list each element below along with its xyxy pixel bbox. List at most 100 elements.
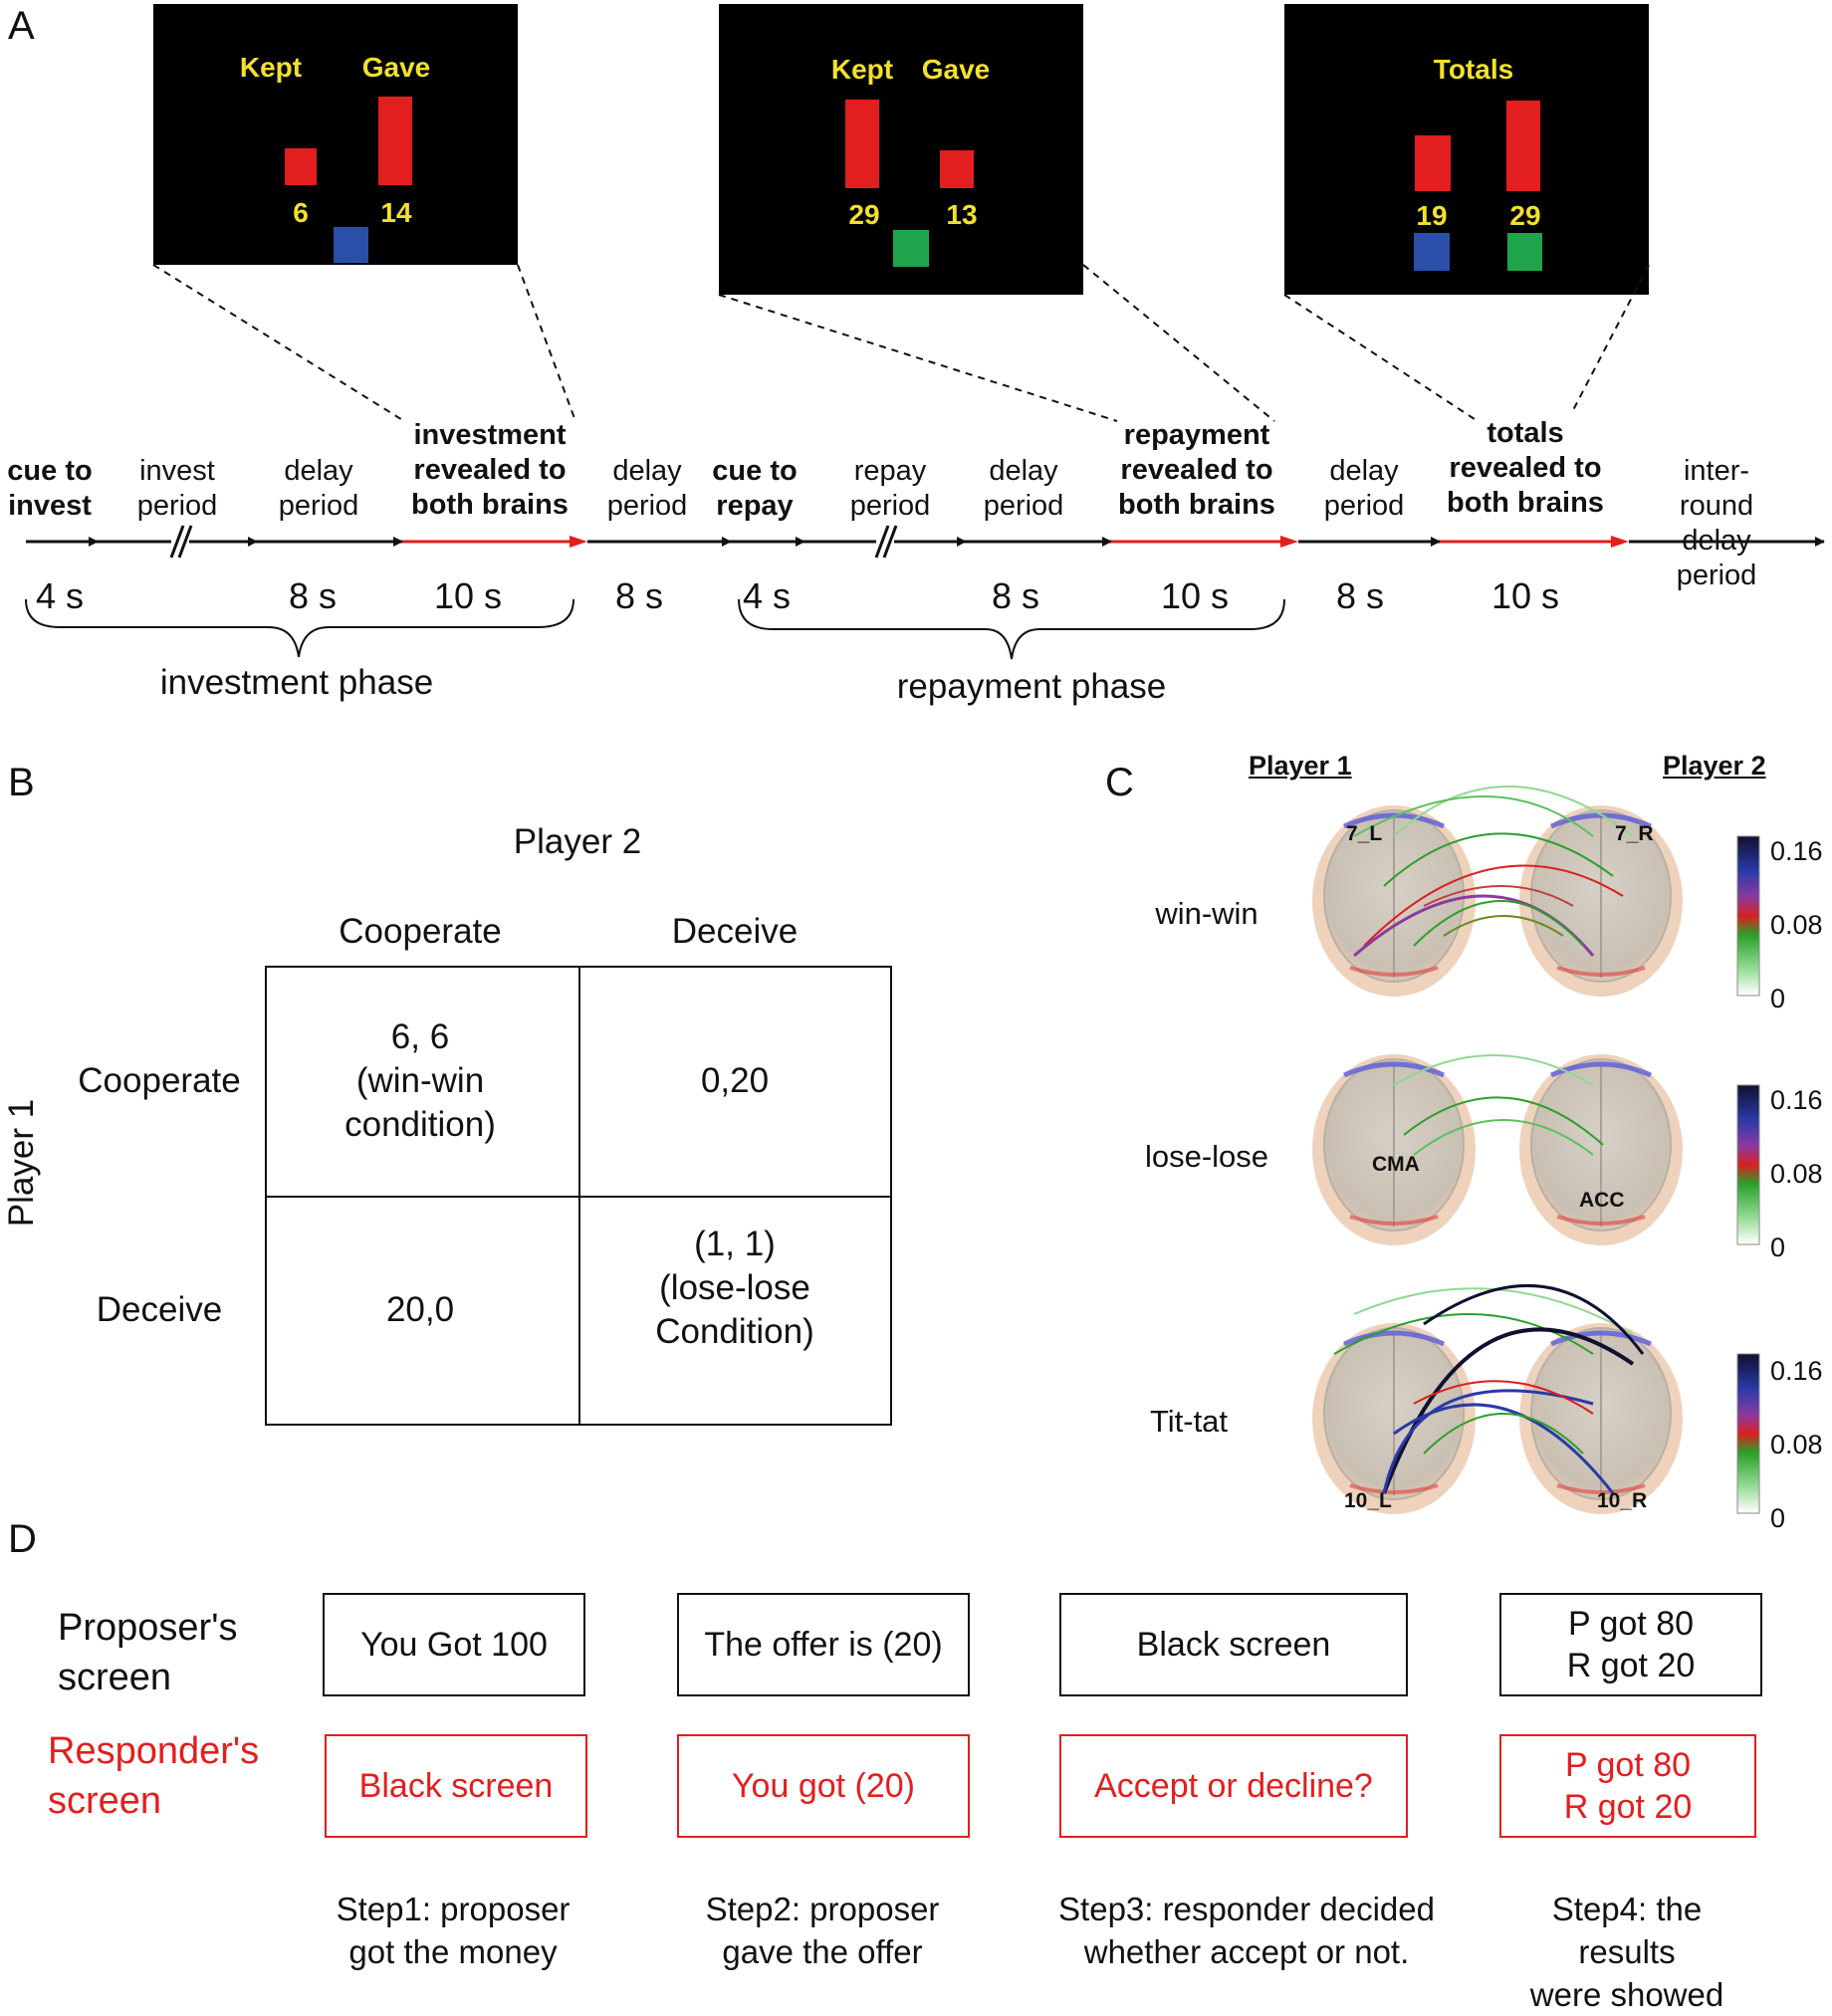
timeline-label: cue to invest (7, 455, 93, 522)
colorbar-tick: 0.08 (1770, 910, 1823, 940)
timeline-label: investment revealed to both brains (411, 419, 569, 521)
zoom-line (1082, 264, 1275, 422)
colorbar-tick: 0.08 (1770, 1430, 1823, 1459)
timeline-graphic (25, 264, 1825, 660)
panel-b-letter: B (8, 761, 35, 804)
proposer-screen-label: Proposer's screen (58, 1607, 238, 1698)
timeline-label: invest period (136, 455, 218, 522)
brain-connectivity-graphic (1312, 785, 1760, 1514)
condition-label: lose-lose (1144, 1139, 1269, 1174)
responder-screen-box: Accept or decline? (1059, 1734, 1408, 1838)
kept-value: 6 (293, 197, 309, 228)
investment-screen: Kept Gave 6 14 (153, 4, 518, 265)
colorbar-tick: 0.16 (1770, 836, 1823, 866)
proposer-screen-box: P got 80 R got 20 (1499, 1593, 1762, 1696)
responder-screen-box: P got 80 R got 20 (1499, 1734, 1756, 1838)
zoom-line (517, 264, 576, 422)
colorbar-tit-tat (1736, 1353, 1760, 1514)
kept-label: Kept (239, 52, 303, 83)
payoff-cell: 6, 6 (win-win condition) (344, 1017, 496, 1144)
payoff-matrix (265, 966, 892, 1426)
timeline-label: delay period (1323, 455, 1405, 522)
kept-label: Kept (830, 54, 894, 85)
timeline-label: repay period (849, 455, 931, 522)
payoff-cell: (1, 1) (lose-lose Condition) (655, 1225, 814, 1351)
repayment-phase-label: repayment phase (896, 667, 1167, 706)
step-caption: Step1: proposer got the money (336, 1891, 571, 1970)
total-bar-2 (1506, 101, 1540, 191)
row-header: Cooperate (78, 1061, 241, 1100)
brain-pair-win-win (1312, 785, 1683, 997)
condition-label: Tit-tat (1149, 1404, 1229, 1439)
total-value-1: 19 (1416, 200, 1448, 231)
colorbar-tick: 0.08 (1770, 1159, 1823, 1189)
responder-screen-box: Black screen (325, 1734, 587, 1838)
kept-value: 29 (848, 199, 880, 230)
gave-value: 13 (946, 199, 978, 230)
zoom-line (718, 294, 1118, 422)
colorbar-tick: 0 (1770, 1503, 1786, 1533)
timeline-label: delay period (983, 455, 1064, 522)
responder-screen-box: You got (20) (677, 1734, 970, 1838)
region-label: ACC (1579, 1189, 1625, 1212)
timeline-label: totals revealed to both brains (1447, 417, 1604, 519)
region-label: 10_R (1597, 1489, 1648, 1512)
duration-label: 10 s (1490, 575, 1560, 616)
duration-label: 4 s (742, 575, 792, 616)
duration-label: 10 s (1160, 575, 1230, 616)
duration-label: 8 s (614, 575, 664, 616)
gave-bar (940, 150, 974, 188)
repayment-screen: Kept Gave 29 13 (719, 4, 1083, 295)
duration-label: 8 s (1335, 575, 1385, 616)
duration-label: 8 s (991, 575, 1040, 616)
zoom-line (1572, 264, 1650, 411)
zoom-line (152, 264, 405, 422)
duration-label: 4 s (35, 575, 85, 616)
player2-label: Player 2 (513, 822, 642, 861)
payoff-cell: 20,0 (385, 1290, 455, 1329)
kept-bar (285, 148, 317, 185)
duration-label: 8 s (288, 575, 338, 616)
step-caption: Step2: proposer gave the offer (705, 1891, 940, 1970)
total-value-2: 29 (1509, 200, 1541, 231)
region-label: 10_L (1344, 1489, 1392, 1512)
responder-screen-label: Responder's screen (48, 1730, 260, 1822)
kept-bar (845, 100, 879, 188)
timeline-label: delay period (278, 455, 359, 522)
gave-label: Gave (361, 52, 431, 83)
player1-heading: Player 1 (1249, 751, 1352, 781)
step-caption: Step3: responder decided whether accept … (1058, 1891, 1435, 1970)
gave-label: Gave (921, 54, 991, 85)
region-label: 7_R (1615, 822, 1654, 845)
colorbar-tick: 0.16 (1770, 1356, 1823, 1386)
payoff-cell: 0,20 (700, 1061, 770, 1100)
colorbar-tick: 0.16 (1770, 1085, 1823, 1115)
panel-d-letter: D (8, 1517, 37, 1561)
colorbar-tick: 0 (1770, 1232, 1786, 1262)
gave-bar (378, 97, 412, 185)
timeline-label: cue to repay (712, 455, 798, 522)
gave-value: 14 (380, 197, 412, 228)
region-label: 7_L (1346, 822, 1383, 845)
panel-a-letter: A (8, 4, 35, 48)
panel-c-letter: C (1105, 761, 1134, 804)
totals-label: Totals (1433, 54, 1514, 85)
blue-marker (1414, 233, 1450, 271)
player1-label: Player 1 (2, 1098, 41, 1228)
brain-pair-tit-tat (1312, 1283, 1683, 1514)
player2-heading: Player 2 (1663, 751, 1766, 781)
total-bar-1 (1415, 135, 1451, 191)
condition-label: win-win (1155, 896, 1259, 931)
brain-pair-lose-lose (1312, 1054, 1683, 1245)
timeline-label: inter-round delay period (1676, 455, 1757, 591)
proposer-screen-box: Black screen (1059, 1593, 1408, 1696)
green-marker (1507, 233, 1542, 271)
proposer-screen-box: The offer is (20) (677, 1593, 970, 1696)
col-header: Cooperate (339, 912, 502, 951)
col-header: Deceive (671, 912, 799, 951)
colorbar-win-win (1736, 835, 1760, 997)
row-header: Deceive (96, 1290, 223, 1329)
totals-screen: Totals 19 29 (1284, 4, 1649, 295)
proposer-screen-box: You Got 100 (323, 1593, 585, 1696)
investment-phase-label: investment phase (159, 663, 434, 702)
